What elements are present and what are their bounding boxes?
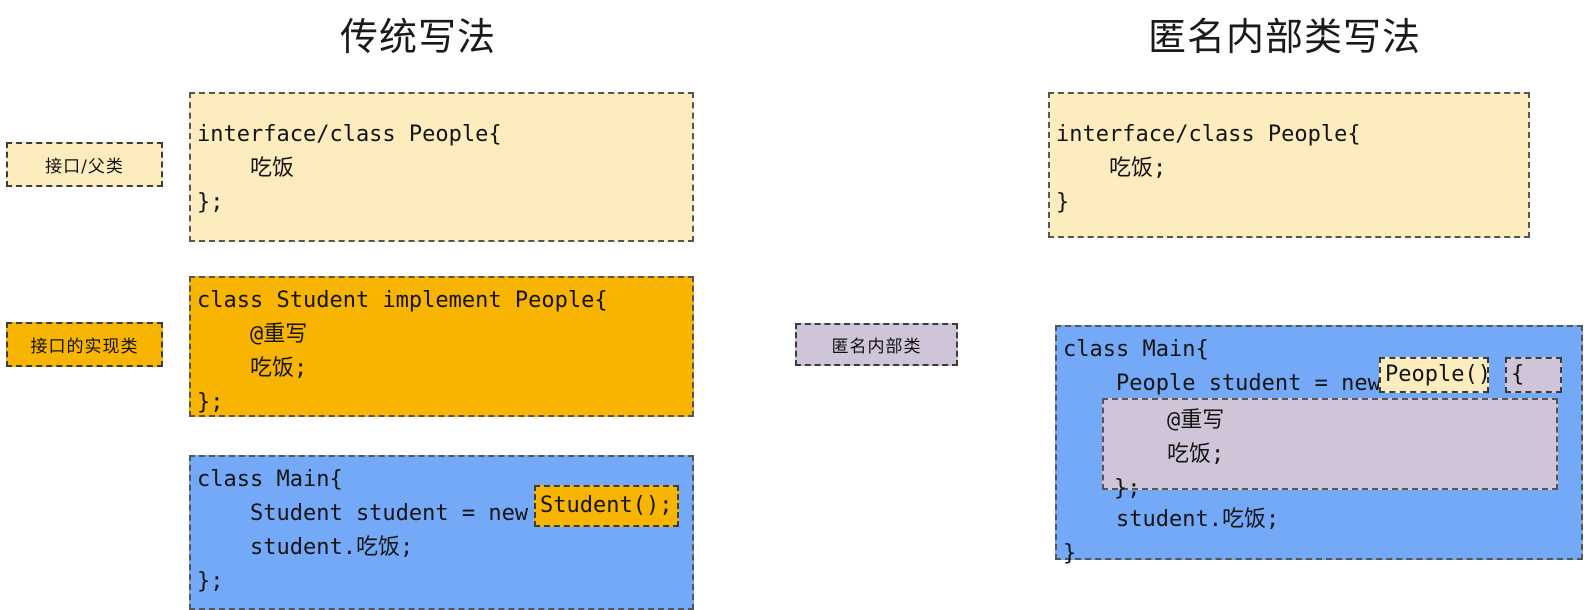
label-interface-parent-class: 接口/父类 — [6, 142, 163, 187]
anonymous-body-code: @重写 吃饭; }; — [1114, 408, 1225, 501]
open-brace-chip: { — [1505, 357, 1562, 393]
right-people-interface-box: interface/class People{ 吃饭; } — [1048, 92, 1530, 238]
right-panel-title: 匿名内部类写法 — [1148, 15, 1422, 59]
left-student-class-code: class Student implement People{ @重写 吃饭; … — [197, 288, 608, 415]
left-panel-title: 传统写法 — [340, 15, 497, 59]
right-main-class-code: class Main{ People student = new student… — [1063, 337, 1381, 566]
label-interface-implementation-class: 接口的实现类 — [6, 322, 163, 367]
label-anonymous-inner-class: 匿名内部类 — [795, 323, 958, 366]
anonymous-body-box: @重写 吃饭; }; — [1102, 398, 1558, 501]
right-people-interface-code: interface/class People{ 吃饭; } — [1056, 122, 1361, 215]
people-constructor-chip: People() — [1379, 357, 1491, 393]
left-people-interface-code: interface/class People{ 吃饭 }; — [197, 122, 502, 215]
left-people-interface-box: interface/class People{ 吃饭 }; — [189, 92, 694, 242]
left-main-class-code: class Main{ Student student = new studen… — [197, 467, 529, 594]
student-constructor-chip: Student(); — [534, 485, 679, 527]
left-student-class-box: class Student implement People{ @重写 吃饭; … — [189, 276, 694, 417]
left-main-class-box: class Main{ Student student = new studen… — [189, 455, 694, 610]
